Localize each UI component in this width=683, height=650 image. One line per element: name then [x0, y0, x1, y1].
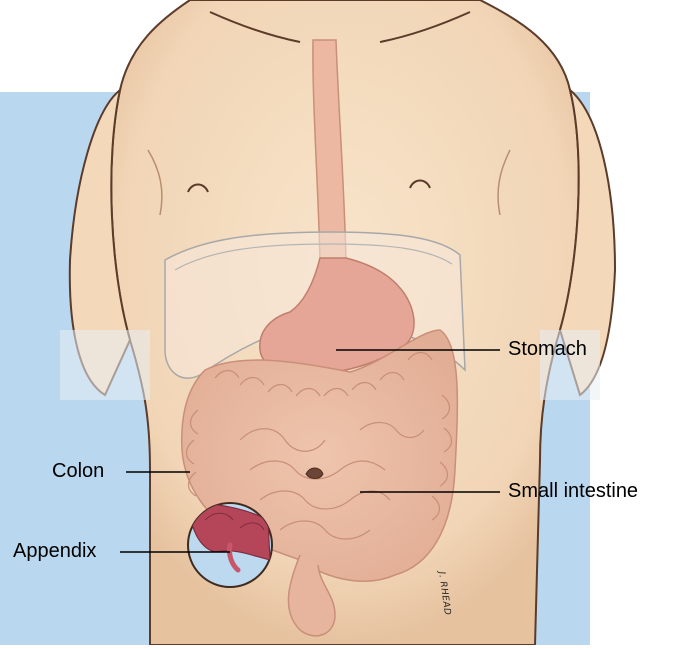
label-stomach: Stomach [508, 339, 587, 359]
label-small-intestine: Small intestine [508, 481, 638, 501]
label-appendix: Appendix [13, 541, 96, 561]
label-colon: Colon [52, 461, 104, 481]
arm-fade-left [60, 330, 150, 400]
